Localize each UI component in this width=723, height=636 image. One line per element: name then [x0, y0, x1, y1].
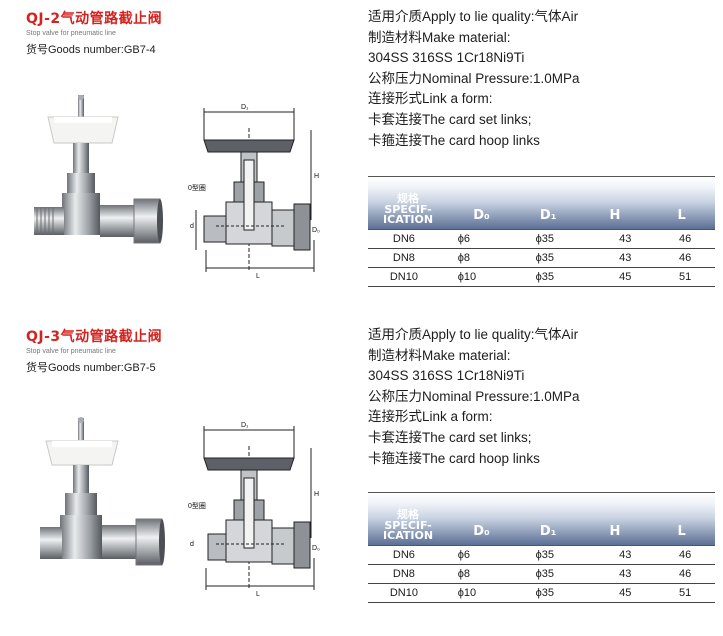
dim-d0-label: D₀ — [312, 545, 320, 552]
cell-d1: ϕ35 — [535, 233, 554, 245]
header-spec-en2: ICATION — [383, 213, 434, 226]
header-h: H — [609, 524, 621, 539]
table-row: DN6 ϕ6 ϕ35 43 46 — [368, 546, 715, 565]
header-spec-cn: 规格 — [397, 508, 420, 521]
cell-l: 46 — [678, 568, 692, 580]
dim-d1-label: D₁ — [241, 104, 249, 111]
cell-h: 43 — [619, 233, 632, 245]
product-subtitle: Stop valve for pneumatic line — [26, 348, 116, 355]
cell-d0: ϕ10 — [457, 587, 477, 599]
oring-label: 0型圈 — [188, 501, 206, 510]
oring-label: 0型圈 — [188, 183, 206, 192]
spec-list: 适用介质Apply to lie quality:气体Air 制造材料Make … — [368, 7, 718, 151]
header-d0: D₀ — [473, 524, 490, 539]
cell-h: 43 — [619, 549, 632, 561]
spec-medium: 适用介质Apply to lie quality:气体Air — [368, 327, 579, 342]
cell-d1: ϕ35 — [535, 587, 554, 599]
valve-drawing: D₁ H L d D₀ 0型圈 — [188, 422, 320, 598]
header-l: L — [677, 524, 686, 539]
spec-pressure: 公称压力Nominal Pressure:1.0MPa — [368, 388, 580, 404]
header-spec-en1: SPECIF- — [384, 519, 432, 532]
spec-card-hoop: 卡箍连接The card hoop links — [368, 450, 540, 466]
cell-h: 45 — [619, 587, 632, 599]
goods-number: 货号Goods number:GB7-4 — [26, 44, 156, 56]
spec-material-value: 304SS 316SS 1Cr18Ni9Ti — [368, 368, 525, 384]
cell-l: 51 — [678, 271, 692, 283]
product-title: QJ-3气动管路截止阀 — [26, 329, 163, 345]
spec-material-label: 制造材料Make material: — [368, 347, 511, 363]
header-spec: 规格 SPECIF- ICATION — [368, 177, 448, 229]
table-header: 规格 SPECIF- ICATION D₀ D₁ H L — [368, 176, 715, 230]
dim-h-label: H — [314, 173, 319, 180]
table-row: DN8 ϕ8 ϕ35 43 46 — [368, 565, 715, 584]
header-l: L — [677, 208, 686, 223]
table-row: DN10 ϕ10 ϕ35 45 51 — [368, 584, 715, 603]
header-d1: D₁ — [539, 524, 557, 539]
dim-d0-label: D₀ — [312, 227, 320, 234]
table-row: DN8 ϕ8 ϕ35 43 46 — [368, 249, 715, 268]
dim-l-label: L — [256, 591, 260, 598]
dim-d1-label: D₁ — [241, 422, 249, 429]
cell-d0: ϕ8 — [457, 568, 471, 580]
spec-pressure: 公称压力Nominal Pressure:1.0MPa — [368, 70, 580, 86]
header-spec-en1: SPECIF- — [384, 203, 432, 216]
valve-drawing: D₁ H L d D₀ 0型圈 — [188, 104, 320, 280]
spec-table: 规格 SPECIF- ICATION D₀ D₁ H L DN6 ϕ6 ϕ35 … — [368, 492, 715, 603]
dim-h-label: H — [314, 491, 319, 498]
header-spec: 规格 SPECIF- ICATION — [368, 493, 448, 545]
cell-l: 46 — [678, 252, 692, 264]
spec-list: 适用介质Apply to lie quality:气体Air 制造材料Make … — [368, 325, 718, 469]
goods-number: 货号Goods number:GB7-5 — [26, 362, 156, 374]
cell-l: 51 — [678, 587, 692, 599]
header-h: H — [609, 208, 621, 223]
spec-card-set: 卡套连接The card set links; — [368, 429, 532, 445]
header-d0: D₀ — [473, 208, 490, 223]
dim-l-label: L — [256, 273, 260, 280]
cell-d0: ϕ10 — [457, 271, 477, 283]
cell-d0: ϕ8 — [457, 252, 471, 264]
cell-h: 43 — [619, 568, 632, 580]
spec-link-form: 连接形式Link a form: — [368, 409, 493, 425]
spec-medium: 适用介质Apply to lie quality:气体Air — [368, 9, 579, 24]
product-subtitle: Stop valve for pneumatic line — [26, 30, 116, 37]
cell-spec: DN10 — [389, 587, 418, 599]
product-qj3: QJ-3气动管路截止阀 Stop valve for pneumatic lin… — [0, 318, 723, 636]
spec-material-label: 制造材料Make material: — [368, 29, 511, 45]
cell-l: 46 — [678, 549, 692, 561]
spec-table: 规格 SPECIF- ICATION D₀ D₁ H L DN6 ϕ6 ϕ35 … — [368, 176, 715, 287]
spec-card-set: 卡套连接The card set links; — [368, 111, 532, 127]
cell-spec: DN8 — [392, 252, 415, 264]
cell-spec: DN8 — [392, 568, 415, 580]
table-row: DN10 ϕ10 ϕ35 45 51 — [368, 268, 715, 287]
cell-d1: ϕ35 — [535, 568, 554, 580]
spec-card-hoop: 卡箍连接The card hoop links — [368, 132, 540, 148]
header-spec-cn: 规格 — [397, 192, 420, 205]
header-spec-en2: ICATION — [383, 529, 434, 542]
dim-d-label: d — [190, 541, 194, 548]
cell-h: 45 — [619, 271, 632, 283]
cell-l: 46 — [678, 233, 692, 245]
cell-spec: DN10 — [389, 271, 418, 283]
dim-d-label: d — [190, 223, 194, 230]
cell-d1: ϕ35 — [535, 252, 554, 264]
valve-photo — [40, 417, 165, 566]
header-d1: D₁ — [539, 208, 557, 223]
valve-photo — [34, 95, 163, 244]
product-title: QJ-2气动管路截止阀 — [26, 11, 163, 27]
product-qj2: QJ-2气动管路截止阀 Stop valve for pneumatic lin… — [26, 7, 718, 287]
cell-h: 43 — [619, 252, 632, 264]
cell-d1: ϕ35 — [535, 549, 554, 561]
cell-d1: ϕ35 — [535, 271, 554, 283]
cell-spec: DN6 — [392, 549, 415, 561]
table-row: DN6 ϕ6 ϕ35 43 46 — [368, 230, 715, 249]
cell-d0: ϕ6 — [457, 233, 471, 245]
cell-d0: ϕ6 — [457, 549, 471, 561]
cell-spec: DN6 — [392, 233, 415, 245]
spec-material-value: 304SS 316SS 1Cr18Ni9Ti — [368, 50, 525, 66]
table-header: 规格 SPECIF- ICATION D₀ D₁ H L — [368, 492, 715, 546]
spec-link-form: 连接形式Link a form: — [368, 91, 493, 107]
